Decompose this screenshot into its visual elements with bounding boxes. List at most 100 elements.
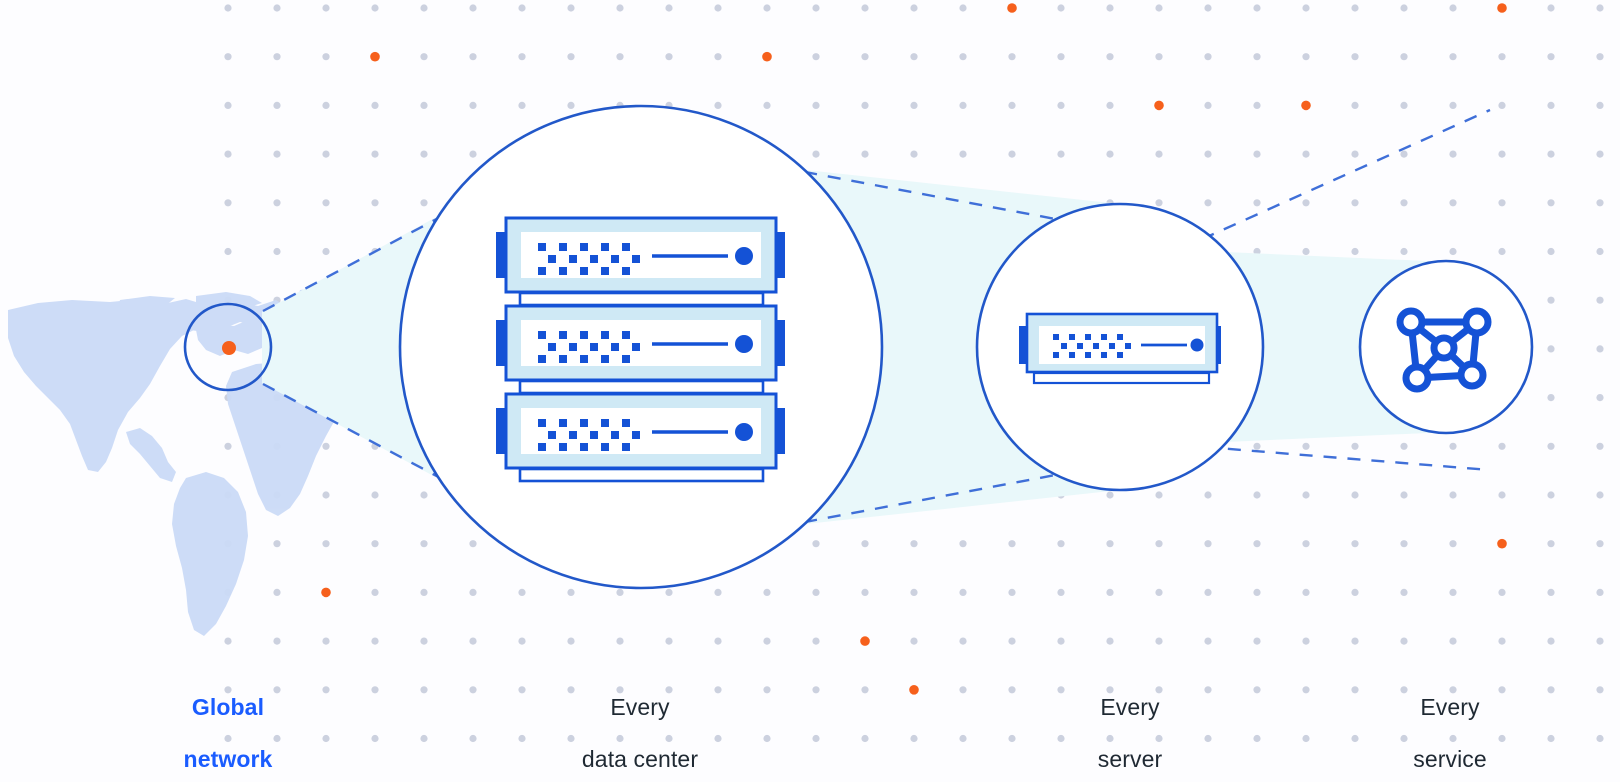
grid-dot (1547, 101, 1555, 109)
grid-dot (1351, 442, 1359, 450)
grid-dot (1204, 150, 1212, 158)
grid-dot (1351, 150, 1359, 158)
grid-dot (959, 101, 967, 109)
grid-dot (322, 247, 330, 256)
grid-dot (1449, 540, 1457, 548)
grid-dot (1008, 150, 1016, 158)
grid-dot (1498, 53, 1506, 61)
grid-dot (469, 588, 477, 597)
grid-dot (273, 588, 281, 597)
grid-dot (1253, 540, 1261, 548)
grid-dot (224, 4, 232, 12)
grid-dot (224, 150, 232, 158)
grid-dot (616, 734, 624, 743)
server-base-bar (1032, 371, 1211, 385)
grid-dot (861, 101, 869, 109)
grid-dot (273, 199, 281, 207)
grid-dot-accent (1007, 3, 1017, 13)
grid-dot (224, 442, 232, 450)
grid-dot (322, 686, 330, 694)
grid-dot (518, 734, 526, 743)
grid-dot (567, 101, 575, 109)
grid-dot (1155, 686, 1163, 694)
grid-dot (1547, 734, 1555, 743)
grid-dot (714, 637, 722, 645)
grid-dot (469, 53, 477, 61)
grid-dot (1106, 491, 1114, 499)
grid-dot (420, 540, 428, 548)
grid-dot (1057, 150, 1065, 158)
grid-dot (1351, 247, 1359, 256)
grid-dot (812, 53, 820, 61)
rack-connector-bar (518, 291, 765, 307)
grid-dot (518, 686, 526, 694)
rack-connector-bar (518, 379, 765, 395)
grid-dot (1400, 734, 1408, 743)
grid-dot (665, 734, 673, 743)
grid-dot (1596, 637, 1604, 645)
grid-dot (1302, 4, 1310, 12)
grid-dot (1302, 150, 1310, 158)
grid-dot (420, 686, 428, 694)
mesh-node-bottom-left (1402, 363, 1432, 393)
grid-dot (1498, 247, 1506, 256)
grid-dot (1204, 637, 1212, 645)
grid-dot (1204, 734, 1212, 743)
mesh-node-top-left (1396, 307, 1426, 337)
grid-dot (322, 540, 330, 548)
grid-dot (665, 637, 673, 645)
grid-dot (322, 101, 330, 109)
grid-dot (322, 491, 330, 499)
grid-dot (1057, 686, 1065, 694)
grid-dot (469, 101, 477, 109)
grid-dot (959, 734, 967, 743)
grid-dot (1400, 150, 1408, 158)
grid-dot (1547, 637, 1555, 645)
grid-dot (1400, 540, 1408, 548)
grid-dot-accent (321, 587, 331, 598)
rack-base-bar (518, 467, 765, 483)
rack-status-led (735, 423, 753, 441)
grid-dot (1253, 53, 1261, 61)
rack-unit (496, 304, 785, 382)
mesh-node-top-right (1462, 307, 1492, 337)
grid-dot (469, 734, 477, 743)
grid-dot (1351, 637, 1359, 645)
grid-dot (1253, 101, 1261, 109)
grid-dot (420, 101, 428, 109)
grid-dot (224, 101, 232, 109)
grid-dot (763, 101, 771, 109)
grid-dot (567, 637, 575, 645)
grid-dot (469, 150, 477, 158)
grid-dot-accent (1497, 3, 1507, 13)
grid-dot (1498, 491, 1506, 499)
grid-dot (1302, 540, 1310, 548)
grid-dot (1106, 101, 1114, 109)
grid-dot (420, 637, 428, 645)
grid-dot (1596, 734, 1604, 743)
grid-dot (1400, 588, 1408, 597)
grid-dot (1057, 101, 1065, 109)
grid-dot (1449, 442, 1457, 450)
grid-dot (420, 199, 428, 207)
grid-dot (1253, 150, 1261, 158)
grid-dot (273, 540, 281, 548)
grid-dot (1596, 345, 1604, 353)
grid-dot (1155, 637, 1163, 645)
grid-dot (616, 637, 624, 645)
grid-dot (714, 53, 722, 61)
grid-dot (812, 588, 820, 597)
grid-dot (616, 4, 624, 12)
grid-dot (861, 588, 869, 597)
grid-dot (861, 4, 869, 12)
grid-dot (812, 4, 820, 12)
grid-dot (1057, 53, 1065, 61)
grid-dot (420, 150, 428, 158)
grid-dot (1253, 442, 1261, 450)
grid-dot (910, 734, 918, 743)
grid-dot (959, 588, 967, 597)
grid-dot (371, 101, 379, 109)
grid-dot (273, 150, 281, 158)
